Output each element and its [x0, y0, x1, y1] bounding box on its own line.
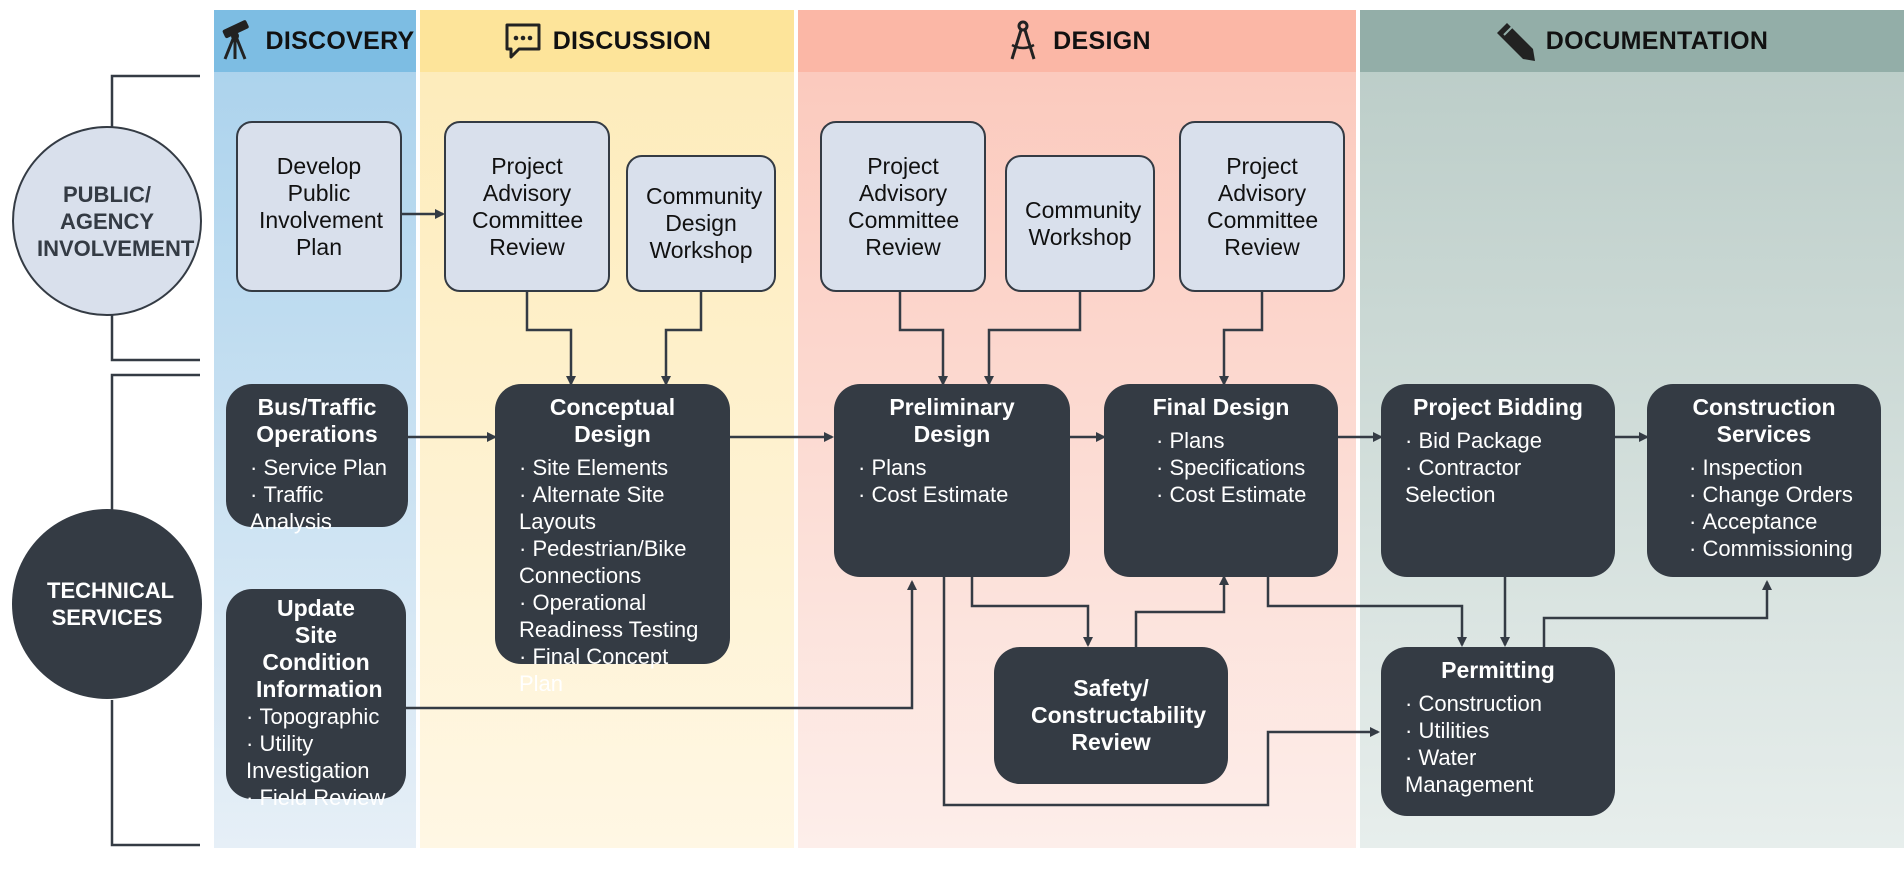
step-item: Cost Estimate [1156, 481, 1324, 508]
arrow-final-to-permitting [1266, 577, 1467, 647]
step-items: Bid Package Contractor Selection [1395, 427, 1601, 508]
step-item: Inspection [1689, 454, 1867, 481]
arrow-preliminary-to-permitting [942, 577, 1380, 807]
step-item: Specifications [1156, 454, 1324, 481]
step-title: Construction Services [1692, 394, 1836, 447]
pencil-icon [1496, 23, 1535, 61]
pac-review-box-2: Project Advisory Committee Review [820, 121, 986, 292]
community-design-workshop-box: Community Design Workshop [626, 155, 776, 292]
step-item: Plans [858, 454, 1056, 481]
step-item: Alternate Site Layouts [519, 481, 716, 535]
step-title: Conceptual Design [549, 394, 676, 447]
telescope-icon [223, 20, 250, 60]
step-title: Bus/Traffic Operations [256, 394, 378, 447]
conceptual-design-box: Conceptual Design Site Elements Alternat… [495, 384, 730, 696]
step-title: Update Site Condition Information [256, 595, 383, 702]
step-items: Topographic Utility Investigation Field … [240, 703, 392, 811]
arrow-cdw-to-conceptual [661, 292, 703, 386]
step-items: Service Plan Traffic Analysis [240, 454, 394, 535]
discovery-header: DISCOVERY [214, 10, 416, 72]
preliminary-design-box: Preliminary Design Plans Cost Estimate [834, 384, 1070, 577]
step-title: Permitting [1441, 657, 1555, 683]
step-title: Final Design [1152, 394, 1290, 420]
arrow-permitting-to-construction [1542, 580, 1772, 647]
technical-bracket [110, 373, 200, 847]
pac-review-box-3: Project Advisory Committee Review [1179, 121, 1345, 292]
step-items: Plans Cost Estimate [848, 454, 1056, 508]
step-item: Final Concept Plan [519, 643, 716, 697]
documentation-header: DOCUMENTATION [1360, 10, 1904, 72]
step-item: Construction [1405, 690, 1601, 717]
bus-traffic-box: Bus/Traffic Operations Service Plan Traf… [226, 384, 408, 534]
arrow-update-to-preliminary [406, 580, 917, 710]
step-item: Pedestrian/Bike Connections [519, 535, 687, 589]
step-title: Preliminary Design [889, 394, 1015, 447]
step-item: Traffic Analysis [250, 481, 394, 535]
arrow-safety-to-final [1134, 575, 1229, 647]
step-item: Service Plan [250, 454, 394, 481]
step-item: Commissioning [1689, 535, 1867, 562]
step-items: Plans Specifications Cost Estimate [1118, 427, 1324, 508]
step-items: Construction Utilities Water Management [1395, 690, 1601, 798]
safety-review-box: Safety/ Constructability Review [994, 647, 1228, 784]
step-item: Change Orders [1689, 481, 1867, 508]
pac-review-box-1: Project Advisory Committee Review [444, 121, 610, 292]
arrow-pac2-to-preliminary [898, 292, 948, 386]
step-item: Water Management [1405, 744, 1601, 798]
phase-label: DISCOVERY [265, 26, 415, 55]
step-item: Operational Readiness Testing [519, 589, 724, 643]
public-agency-circle: PUBLIC/ AGENCY INVOLVEMENT [12, 126, 202, 316]
step-items: Site Elements Alternate Site Layouts Ped… [509, 454, 716, 697]
phase-label: DESIGN [1053, 26, 1151, 55]
final-design-box: Final Design Plans Specifications Cost E… [1104, 384, 1338, 577]
develop-plan-box: Develop Public Involvement Plan [236, 121, 402, 292]
permitting-box: Permitting Construction Utilities Water … [1381, 647, 1615, 816]
step-item: Acceptance [1689, 508, 1867, 535]
step-item: Plans [1156, 427, 1324, 454]
arrow-pac3-to-final [1219, 292, 1264, 386]
step-item: Field Review [246, 784, 392, 811]
speech-bubble-icon [505, 23, 541, 59]
arrow-pac1-to-conceptual [525, 292, 576, 386]
arrow-workshop-to-preliminary [984, 292, 1082, 386]
design-header: DESIGN [798, 10, 1356, 72]
project-bidding-box: Project Bidding Bid Package Contractor S… [1381, 384, 1615, 577]
construction-services-box: Construction Services Inspection Change … [1647, 384, 1881, 577]
phase-label: DISCUSSION [552, 26, 712, 55]
step-item: Topographic [246, 703, 392, 730]
step-item: Bid Package [1405, 427, 1601, 454]
public-bracket [110, 74, 200, 362]
step-item: Site Elements [519, 454, 716, 481]
step-item: Utility Investigation [246, 730, 370, 784]
arrow-preliminary-to-safety [970, 577, 1093, 647]
phase-label: DOCUMENTATION [1545, 26, 1769, 55]
step-item: Cost Estimate [858, 481, 1056, 508]
community-workshop-box: Community Workshop [1005, 155, 1155, 292]
step-title: Project Bidding [1413, 394, 1583, 420]
step-item: Contractor Selection [1405, 454, 1601, 508]
step-items: Inspection Change Orders Acceptance Comm… [1661, 454, 1867, 562]
technical-services-circle: TECHNICAL SERVICES [12, 509, 202, 699]
step-title: Safety/ Constructability Review [1031, 675, 1207, 755]
step-item: Utilities [1405, 717, 1601, 744]
discussion-header: DISCUSSION [420, 10, 794, 72]
compass-icon [1010, 20, 1036, 60]
update-site-box: Update Site Condition Information Topogr… [226, 589, 406, 810]
